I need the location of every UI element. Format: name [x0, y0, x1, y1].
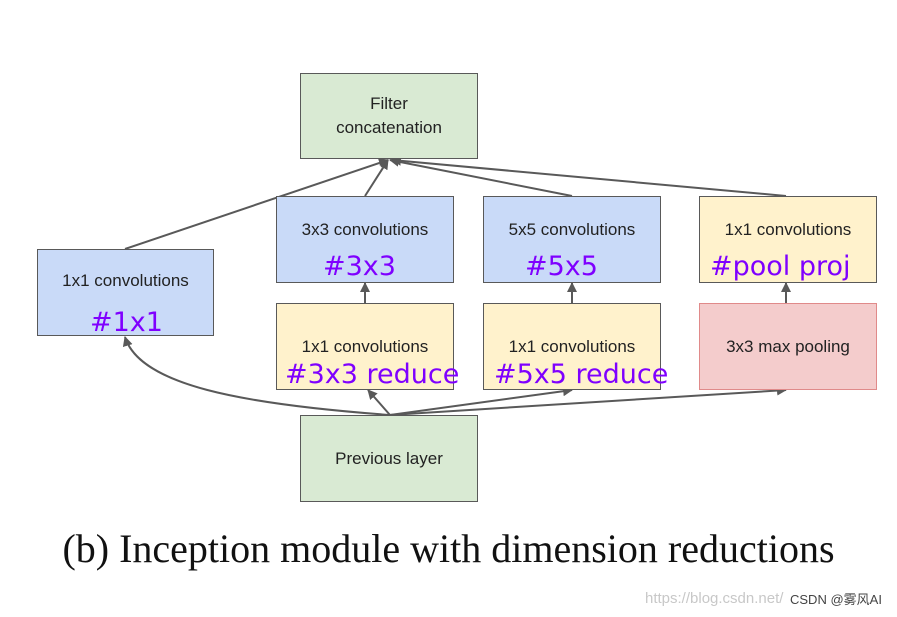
watermark-url: https://blog.csdn.net/	[645, 590, 784, 607]
annotation-3x3: #3x3	[323, 251, 396, 282]
reduce-5x5-box: 1x1 convolutions	[483, 303, 661, 390]
annotation-3x3-reduce: #3x3 reduce	[285, 359, 460, 390]
filter-concatenation-box: Filter concatenation	[300, 73, 478, 159]
annotation-5x5-reduce: #5x5 reduce	[494, 359, 669, 390]
arrow-poolproj-to-concat	[391, 155, 787, 197]
arrow-prev-to-1x1	[122, 336, 391, 416]
watermark-credit: CSDN @雾风AI	[790, 592, 882, 607]
arrow-prev-to-reduce5x5	[389, 386, 573, 416]
arrow-5x5-to-concat	[389, 156, 573, 197]
conv-5x5-label: 5x5 convolutions	[508, 219, 636, 239]
reduce-5x5-label: 1x1 convolutions	[508, 336, 636, 356]
reduce-3x3-label: 1x1 convolutions	[301, 336, 429, 356]
annotation-pool-proj: #pool proj	[710, 251, 851, 282]
arrow-1x1-to-concat	[124, 158, 389, 250]
pool-proj-box: 1x1 convolutions	[699, 196, 877, 283]
annotation-1x1: #1x1	[90, 307, 163, 338]
previous-layer-box: Previous layer	[300, 415, 478, 502]
figure-caption: (b) Inception module with dimension redu…	[62, 526, 835, 571]
filter-concatenation-label: Filter concatenation	[336, 94, 442, 137]
max-pooling-label: 3x3 max pooling	[726, 336, 850, 356]
arrow-3x3-to-concat	[364, 159, 389, 197]
max-pooling-box: 3x3 max pooling	[699, 303, 877, 390]
pool-proj-label: 1x1 convolutions	[724, 219, 852, 239]
arrow-prev-to-maxpool	[389, 385, 787, 416]
conv-1x1-label: 1x1 convolutions	[62, 270, 189, 290]
annotation-5x5: #5x5	[525, 251, 598, 282]
conv-3x3-label: 3x3 convolutions	[301, 219, 429, 239]
reduce-3x3-box: 1x1 convolutions	[276, 303, 454, 390]
conv-5x5-box: 5x5 convolutions	[483, 196, 661, 283]
previous-layer-label: Previous layer	[335, 448, 443, 468]
conv-3x3-box: 3x3 convolutions	[276, 196, 454, 283]
conv-1x1-box: 1x1 convolutions	[37, 249, 214, 336]
arrow-prev-to-reduce3x3	[367, 389, 391, 416]
